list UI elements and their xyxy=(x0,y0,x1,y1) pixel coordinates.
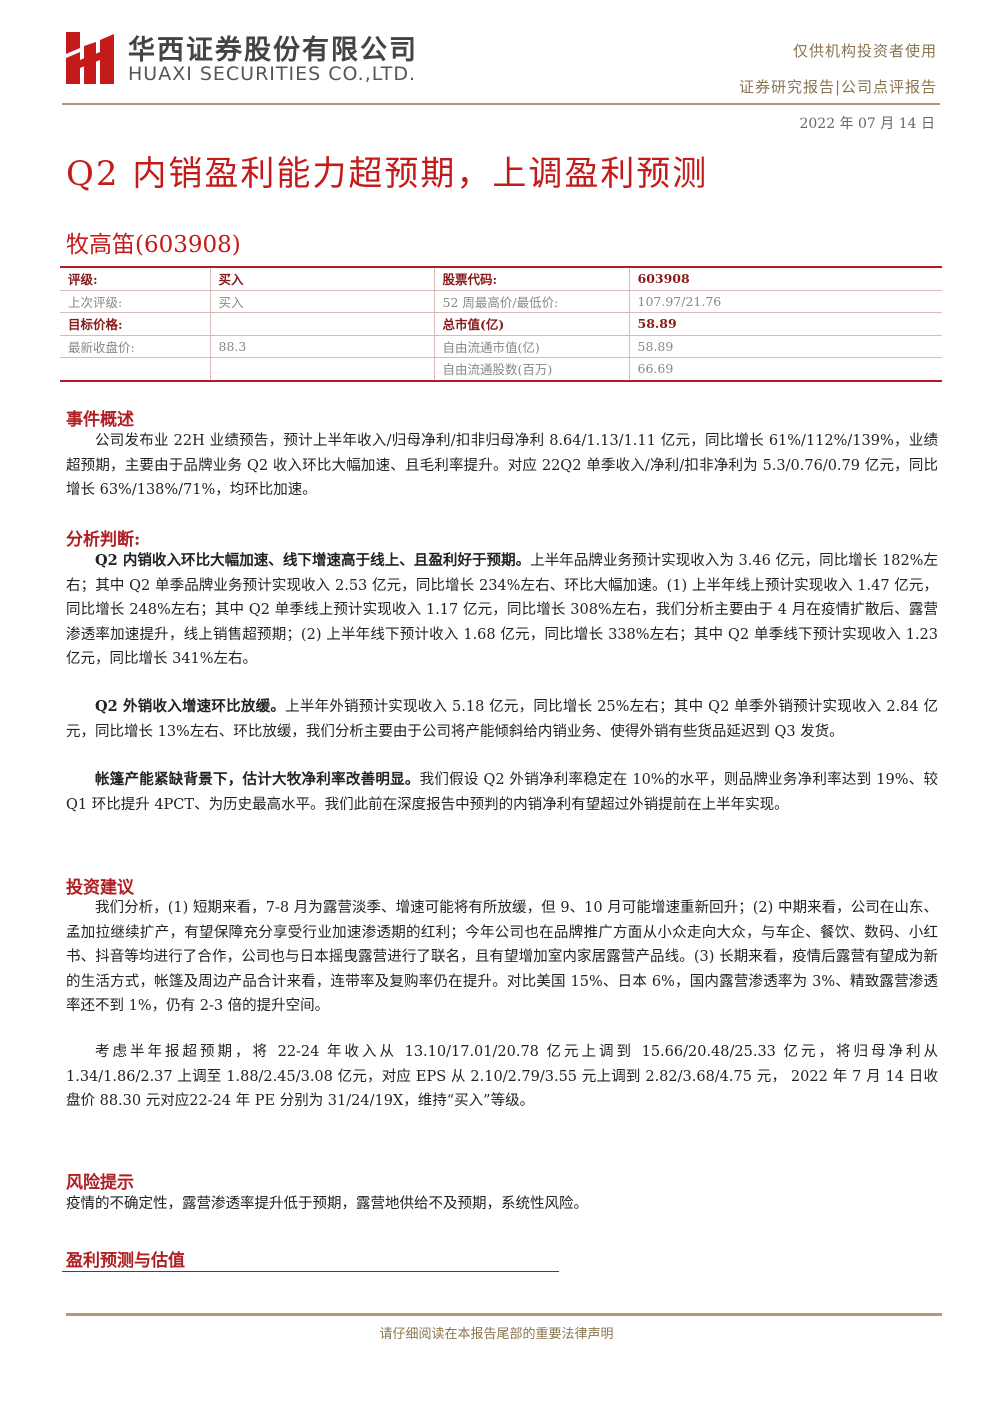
report-category: 证券研究报告|公司点评报告 xyxy=(738,78,937,96)
table-cell: 52 周最高价/最低价: xyxy=(434,290,630,313)
report-title: Q2 内销盈利能力超预期，上调盈利预测 xyxy=(66,154,709,194)
huaxi-logo-icon xyxy=(66,32,114,84)
table-cell xyxy=(210,312,435,336)
table-cell: 总市值(亿) xyxy=(434,312,630,336)
event-paragraph: 公司发布业 22H 业绩预告，预计上半年收入/归母净利/扣非归母净利 8.64/… xyxy=(66,433,938,498)
table-row: 自由流通股数(百万) 66.69 xyxy=(60,357,942,382)
table-row: 最新收盘价: 88.3 自由流通市值(亿) 58.89 xyxy=(60,335,942,358)
table-cell xyxy=(60,357,211,382)
report-header: 华西证券股份有限公司 HUAXI SECURITIES CO.,LTD. 仅供机… xyxy=(0,0,993,110)
table-cell: 88.3 xyxy=(210,335,435,358)
table-cell: 58.89 xyxy=(629,335,942,358)
table-cell: 最新收盘价: xyxy=(60,335,211,358)
section-heading-analysis: 分析判断: xyxy=(66,530,141,550)
header-divider xyxy=(62,103,940,105)
analysis-text-2: 上半年外销预计实现收入 5.18 亿元，同比增长 25%左右；其中 Q2 单季外… xyxy=(66,699,938,740)
analysis-text-3: 我们假设 Q2 外销净利率稳定在 10%的水平，则品牌业务净利率达到 19%、较… xyxy=(66,772,938,813)
invest-paragraph-1: 我们分析，(1) 短期来看，7-8 月为露营淡季、增速可能将有所放缓，但 9、1… xyxy=(66,900,938,1014)
report-date: 2022 年 07 月 14 日 xyxy=(799,116,935,132)
analysis-paragraph-1: Q2 内销收入环比大幅加速、线下增速高于线上、且盈利好于预期。上半年品牌业务预计… xyxy=(66,549,938,672)
analysis-lead-2: Q2 外销收入增速环比放缓。 xyxy=(95,698,286,715)
table-cell: 股票代码: xyxy=(434,267,630,291)
analysis-paragraph-2: Q2 外销收入增速环比放缓。上半年外销预计实现收入 5.18 亿元，同比增长 2… xyxy=(66,695,938,744)
stock-info-table: 评级: 买入 股票代码: 603908 上次评级: 买入 52 周最高价/最低价… xyxy=(60,266,942,382)
section-heading-risk: 风险提示 xyxy=(66,1173,134,1193)
table-row: 目标价格: 总市值(亿) 58.89 xyxy=(60,312,942,336)
table-cell: 目标价格: xyxy=(60,312,211,336)
analysis-text-1: 上半年品牌业务预计实现收入为 3.46 亿元，同比增长 182%左右；其中 Q2… xyxy=(66,553,938,667)
table-cell: 买入 xyxy=(210,267,435,291)
table-cell: 自由流通股数(百万) xyxy=(434,357,630,382)
table-cell: 58.89 xyxy=(629,312,942,336)
analysis-paragraph-3: 帐篷产能紧缺背景下，估计大牧净利率改善明显。我们假设 Q2 外销净利率稳定在 1… xyxy=(66,768,938,817)
logo-chinese-name: 华西证券股份有限公司 xyxy=(128,35,418,66)
table-cell: 603908 xyxy=(629,267,942,291)
audience-note: 仅供机构投资者使用 xyxy=(792,42,937,60)
invest-paragraph-2: 考虑半年报超预期，将 22-24 年收入从 13.10/17.01/20.78 … xyxy=(66,1044,938,1109)
analysis-lead-3: 帐篷产能紧缺背景下，估计大牧净利率改善明显。 xyxy=(95,771,420,788)
legal-notice-footer: 请仔细阅读在本报告尾部的重要法律声明 xyxy=(379,1327,614,1342)
risk-text: 疫情的不确定性，露营渗透率提升低于预期，露营地供给不及预期，系统性风险。 xyxy=(66,1196,588,1212)
table-cell: 评级: xyxy=(60,267,211,291)
table-cell: 107.97/21.76 xyxy=(629,290,942,313)
table-cell: 自由流通市值(亿) xyxy=(434,335,630,358)
section-heading-invest: 投资建议 xyxy=(66,878,134,898)
table-cell xyxy=(210,357,435,382)
logo-english-name: HUAXI SECURITIES CO.,LTD. xyxy=(128,63,416,85)
section-heading-event: 事件概述 xyxy=(66,410,134,430)
analysis-lead-1: Q2 内销收入环比大幅加速、线下增速高于线上、且盈利好于预期。 xyxy=(95,552,531,569)
table-cell: 上次评级: xyxy=(60,290,211,313)
table-cell: 买入 xyxy=(210,290,435,313)
table-row: 上次评级: 买入 52 周最高价/最低价: 107.97/21.76 xyxy=(60,290,942,313)
section-heading-profit: 盈利预测与估值 xyxy=(66,1251,185,1271)
footer-divider xyxy=(66,1313,942,1316)
table-row: 评级: 买入 股票代码: 603908 xyxy=(60,267,942,291)
company-name: 牧高笛(603908) xyxy=(66,232,241,258)
profit-section-divider xyxy=(62,1271,559,1272)
table-cell: 66.69 xyxy=(629,357,942,382)
